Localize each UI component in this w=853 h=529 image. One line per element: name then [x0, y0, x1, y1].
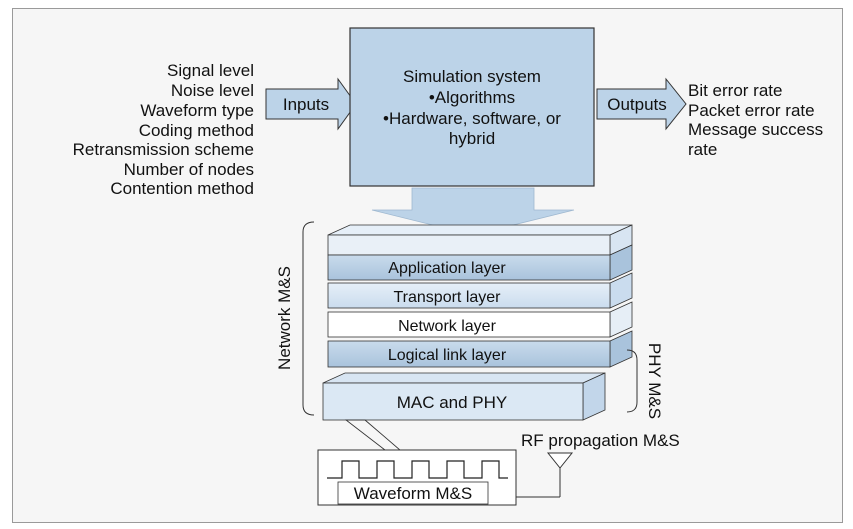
layer-label: Transport layer	[394, 289, 502, 306]
waveform-ms-box: Waveform M&S	[317, 449, 517, 506]
network-ms-label: Network M&S	[275, 266, 294, 370]
layer-stack: Application layer Transport layer Networ…	[322, 224, 633, 421]
output-metrics-list: Bit error rate Packet error rate Message…	[688, 81, 823, 159]
layer-label: Logical link layer	[388, 347, 507, 364]
down-arrow	[371, 187, 575, 236]
waveform-callout	[344, 419, 402, 451]
layer-label: Application layer	[388, 260, 506, 277]
outputs-arrow: Outputs	[596, 77, 687, 131]
simulation-line: •Hardware, software, or	[383, 109, 561, 128]
layer-mac-phy	[322, 382, 584, 421]
antenna-icon	[516, 452, 574, 498]
square-wave-icon	[327, 460, 508, 479]
layer-application	[327, 254, 611, 281]
simulation-system-box: Simulation system •Algorithms •Hardware,…	[349, 27, 595, 187]
simulation-line: •Algorithms	[429, 88, 515, 107]
input-item: Waveform type	[140, 101, 254, 120]
layer-label: MAC and PHY	[397, 393, 508, 412]
layer-label: Network layer	[398, 318, 496, 335]
phy-ms-bracket	[626, 349, 638, 413]
input-parameters-list: Signal level Noise level Waveform type C…	[73, 61, 254, 198]
waveform-ms-label: Waveform M&S	[354, 484, 472, 503]
layer-transport	[327, 282, 611, 309]
input-item: Number of nodes	[124, 160, 254, 179]
input-item: Noise level	[171, 81, 254, 100]
simulation-line: hybrid	[449, 129, 495, 148]
output-item: Bit error rate	[688, 81, 782, 100]
rf-propagation-label: RF propagation M&S	[521, 431, 680, 450]
input-item: Contention method	[110, 179, 254, 198]
input-item: Coding method	[139, 121, 254, 140]
outputs-arrow-label: Outputs	[607, 95, 667, 114]
layer-logical-link	[327, 340, 611, 368]
inputs-arrow-label: Inputs	[283, 95, 329, 114]
output-item: Packet error rate	[688, 101, 815, 120]
inputs-arrow: Inputs	[265, 77, 357, 131]
input-item: Signal level	[167, 61, 254, 80]
layer-network	[327, 311, 611, 338]
phy-ms-label: PHY M&S	[645, 343, 664, 419]
input-item: Retransmission scheme	[73, 140, 254, 159]
simulation-title: Simulation system	[403, 67, 541, 86]
output-item: Message success	[688, 120, 823, 139]
output-item: rate	[688, 140, 717, 159]
network-ms-bracket	[302, 221, 315, 416]
